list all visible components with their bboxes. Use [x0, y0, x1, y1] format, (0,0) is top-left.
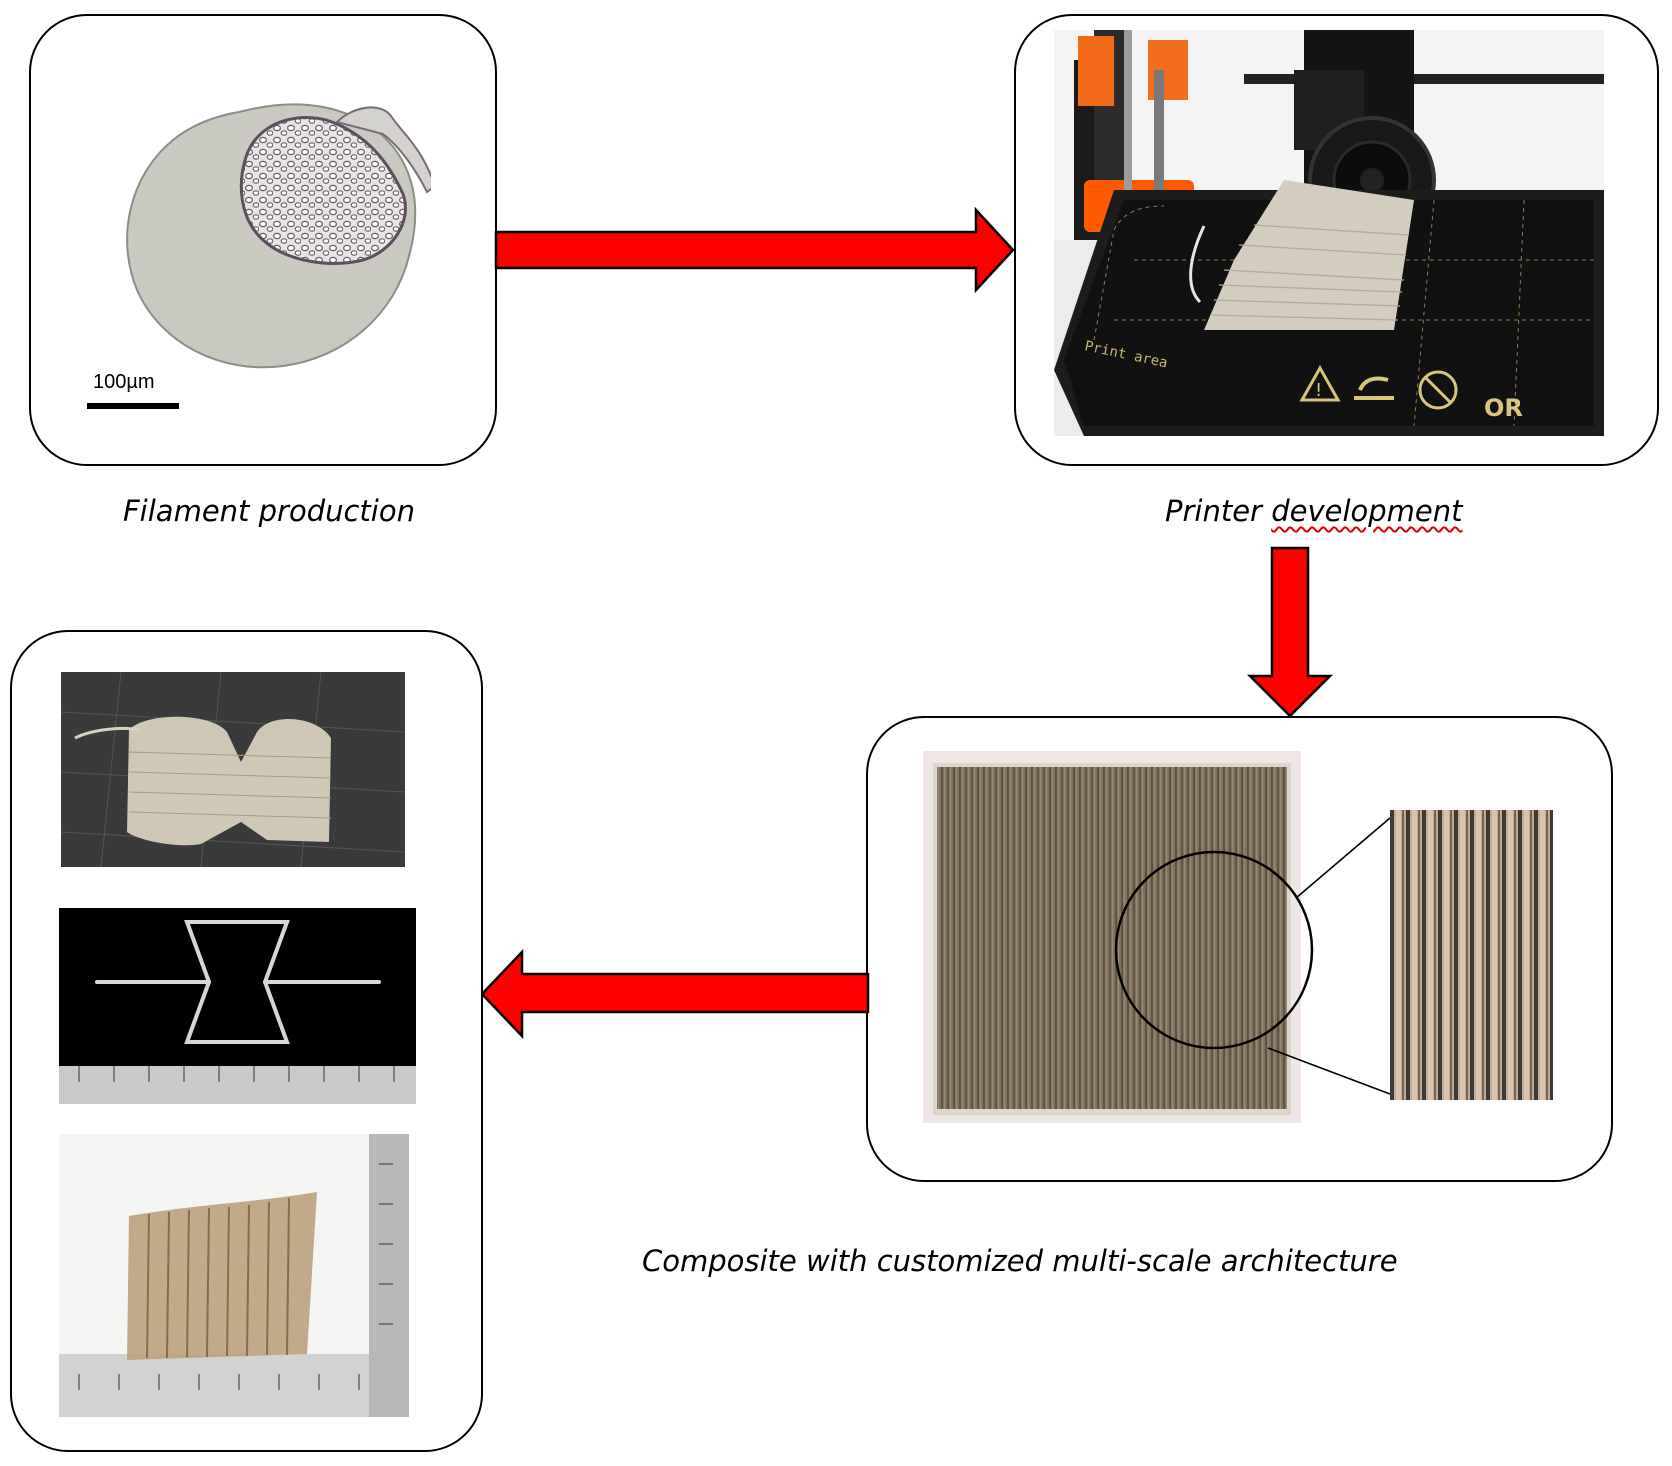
caption-composite: Composite with customized multi-scale ar…	[642, 1244, 1398, 1278]
3d-printer-photo: Print area ! OR	[1054, 30, 1604, 436]
caption-printer-development: Printer development	[1165, 494, 1463, 528]
auxetic-bowtie-photo	[59, 908, 416, 1104]
svg-text:!: !	[1315, 380, 1322, 401]
zoom-circle	[1114, 850, 1314, 1050]
printed-parts-panel	[10, 630, 483, 1452]
fibre-detail-photo	[1390, 810, 1553, 1100]
arrow-down	[1246, 546, 1334, 718]
scale-bar-label: 100µm	[93, 371, 155, 393]
filament-production-panel: 100µm	[29, 14, 497, 466]
flexible-sheet-photo	[59, 1134, 409, 1417]
arrow-right	[494, 206, 1015, 294]
caption-filament-production: Filament production	[123, 494, 415, 528]
printer-development-panel: Print area ! OR	[1014, 14, 1659, 466]
filament-cross-section-micrograph	[91, 76, 431, 396]
scale-bar	[87, 403, 179, 409]
no-touch-icon	[1418, 370, 1458, 410]
hot-surface-icon	[1354, 376, 1394, 400]
zoom-connector-lines	[1267, 817, 1391, 1095]
bed-corner-text: OR	[1484, 394, 1523, 422]
arrow-left	[480, 948, 870, 1040]
caption-printer-underlined: development	[1271, 494, 1463, 528]
honeycomb-structure-photo	[61, 672, 405, 867]
caption-printer-prefix: Printer	[1165, 494, 1272, 528]
warning-icon: !	[1299, 364, 1341, 402]
composite-panel	[866, 716, 1613, 1182]
composite-plate-photo	[923, 751, 1301, 1123]
